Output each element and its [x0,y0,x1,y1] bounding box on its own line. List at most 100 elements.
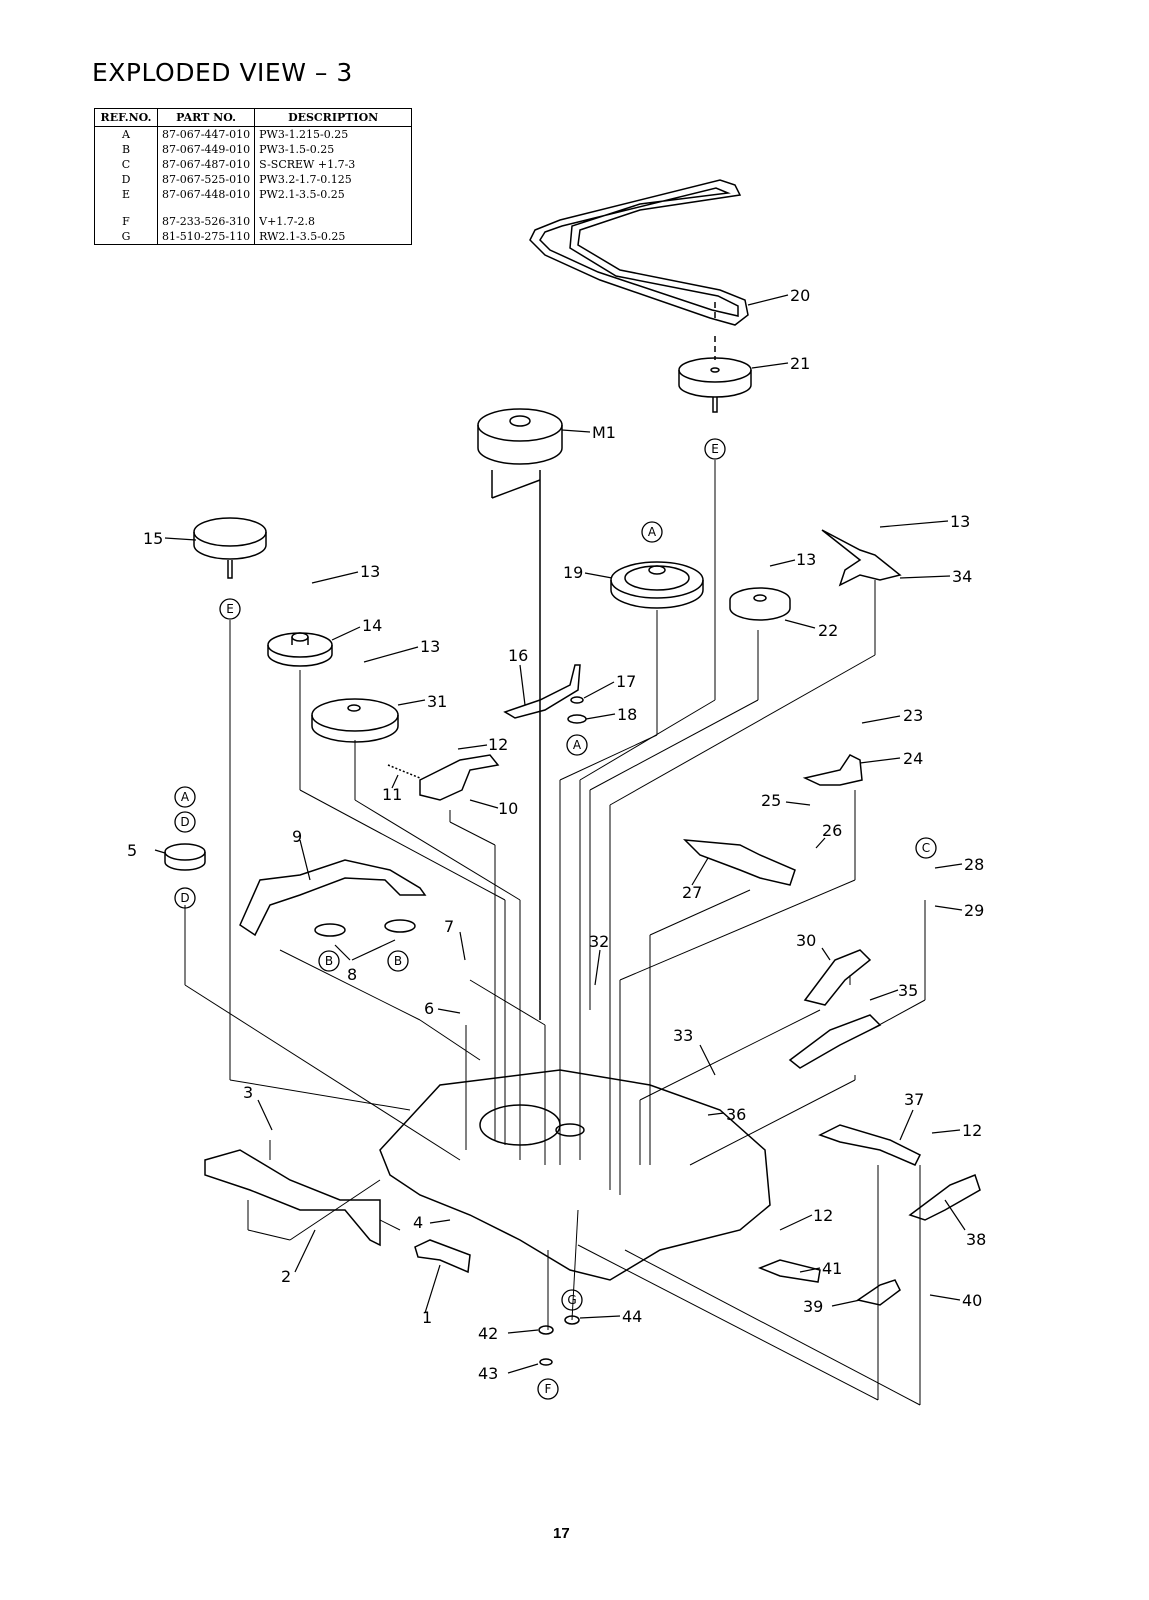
motor-part-m1 [477,408,563,1020]
cam-part-22 [729,587,791,621]
label-28: 28 [964,855,984,874]
gear-part-8 [314,919,416,937]
ref-letter-a: A [648,525,657,539]
washer-part-17-18 [567,696,587,724]
desc-cell: S-SCREW +1.7-3 [254,157,413,172]
label-6: 6 [424,999,434,1018]
label-22: 22 [818,621,838,640]
circle-ref-markers [174,438,937,1400]
label-12: 12 [488,735,508,754]
label-32: 32 [589,932,609,951]
label-18: 18 [617,705,637,724]
label-41: 41 [822,1259,842,1278]
label-15: 15 [143,529,163,548]
lever-part-34 [821,529,902,587]
ref-letter-d: D [180,815,189,829]
label-24: 24 [903,749,923,768]
desc-cell [254,202,413,214]
label-38: 38 [966,1230,986,1249]
ref-letter-d: D [180,891,189,905]
flywheel-part-15 [193,517,267,579]
column-header-description: DESCRIPTION [254,108,413,127]
ref-letter-f: F [545,1382,552,1396]
part-labels: 1 2 3 4 5 6 7 8 9 10 11 12 13 13 13 13 1… [127,286,986,1383]
lever-part-41 [757,1259,821,1283]
label-25: 25 [761,791,781,810]
slider-part-30 [803,949,872,1006]
label-21: 21 [790,354,810,373]
label-40: 40 [962,1291,982,1310]
bracket-part-2 [204,1149,381,1247]
table-row-spacer [94,202,413,214]
lever-part-37 [818,1124,922,1166]
circle-ref-letters: E E A A A D D B B C G F [180,442,930,1396]
part-cell: 87-233-526-310 [156,214,256,229]
label-39: 39 [803,1297,823,1316]
label-pointers [154,294,966,1374]
label-m1: M1 [592,423,616,442]
label-13: 13 [360,562,380,581]
label-34: 34 [952,567,972,586]
ref-letter-c: C [922,841,930,855]
label-20: 20 [790,286,810,305]
label-5: 5 [127,841,137,860]
main-chassis [379,1069,771,1281]
label-13: 13 [796,550,816,569]
gear-part-14 [267,632,333,667]
label-16: 16 [508,646,528,665]
desc-cell: PW3-1.5-0.25 [254,142,413,157]
label-3: 3 [243,1083,253,1102]
label-36: 36 [726,1105,746,1124]
label-43: 43 [478,1364,498,1383]
label-12: 12 [962,1121,982,1140]
ref-letter-b: B [394,954,402,968]
ref-letter-a: A [181,790,190,804]
pulley-part-21 [678,302,752,413]
label-17: 17 [616,672,636,691]
label-33: 33 [673,1026,693,1045]
washer-part-42-43-44 [538,1315,580,1366]
part-cell: 87-067-449-010 [156,142,256,157]
slider-part-27 [683,839,796,886]
label-14: 14 [362,616,382,635]
label-26: 26 [822,821,842,840]
label-23: 23 [903,706,923,725]
plate-part-9 [239,859,427,937]
lever-part-38 [908,1174,981,1221]
column-header-part: PART NO. [156,108,256,127]
leader-lines [184,460,926,1406]
gear-part-19 [610,561,704,609]
label-1: 1 [422,1308,432,1327]
label-4: 4 [413,1213,423,1232]
part-cell: 87-067-487-010 [156,157,256,172]
gear-part-31 [311,698,399,743]
label-13: 13 [950,512,970,531]
label-37: 37 [904,1090,924,1109]
part-cell: 87-067-447-010 [156,126,256,142]
label-27: 27 [682,883,702,902]
label-7: 7 [444,917,454,936]
column-header-ref: REF.NO. [94,108,158,127]
label-31: 31 [427,692,447,711]
table-header-row: REF.NO. PART NO. DESCRIPTION [94,108,413,127]
switch-part-1 [414,1239,471,1274]
label-9: 9 [292,827,302,846]
lever-part-10 [387,754,500,801]
desc-cell: PW2.1-3.5-0.25 [254,187,413,202]
label-12: 12 [813,1206,833,1225]
label-8: 8 [347,965,357,984]
ref-letter-e: E [711,442,719,456]
label-13: 13 [420,637,440,656]
desc-cell: V+1.7-2.8 [254,214,413,229]
belt-part-20 [529,179,749,326]
label-44: 44 [622,1307,642,1326]
ref-letter-e: E [226,602,234,616]
label-35: 35 [898,981,918,1000]
ref-letter-g: G [567,1293,576,1307]
